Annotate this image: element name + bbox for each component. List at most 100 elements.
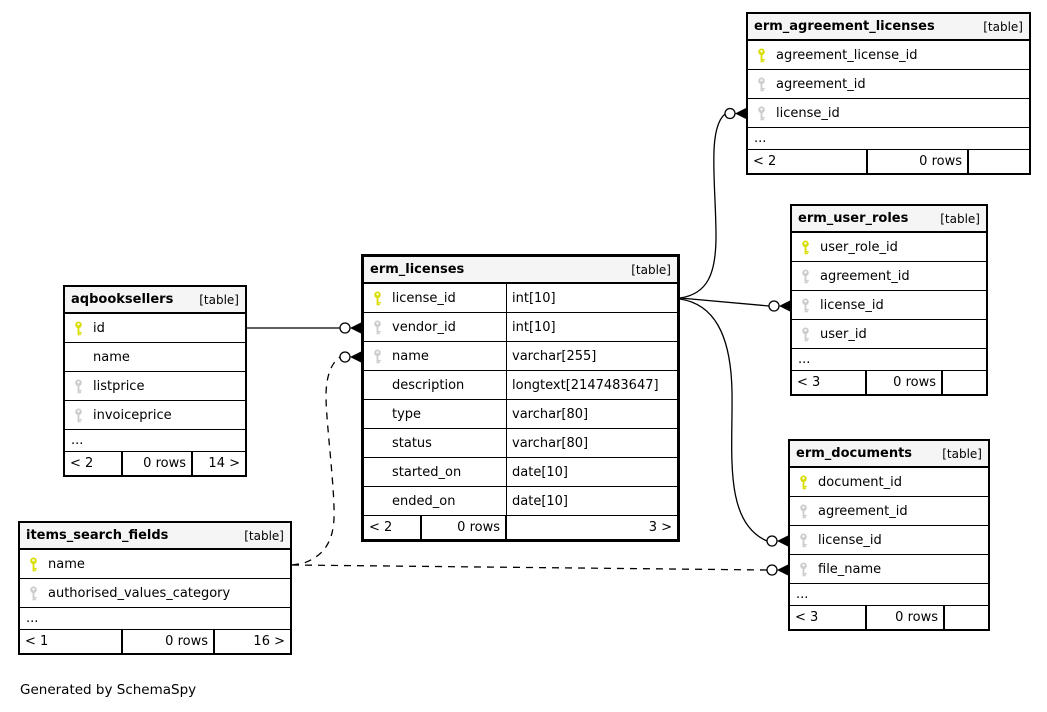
column-type: varchar[80] bbox=[506, 400, 677, 428]
relationship-erm_licenses-license_id--erm_agreement_licenses-license_id bbox=[679, 107, 746, 299]
more-columns-row: ... bbox=[65, 430, 245, 452]
column-cell: type bbox=[364, 400, 506, 428]
column-name: agreement_license_id bbox=[776, 47, 918, 63]
column-name: name bbox=[48, 556, 85, 572]
foreign-key-icon bbox=[792, 269, 818, 284]
column-name: license_id bbox=[820, 297, 884, 313]
column-name: invoiceprice bbox=[93, 407, 172, 423]
column-name: authorised_values_category bbox=[48, 585, 231, 601]
column-name: agreement_id bbox=[776, 76, 866, 92]
primary-key-icon bbox=[748, 48, 774, 63]
column-type: int[10] bbox=[506, 313, 677, 341]
more-columns-row: ... bbox=[20, 608, 290, 630]
column-name: status bbox=[392, 435, 432, 451]
footer-children-degree bbox=[969, 150, 1029, 173]
column-row-authorised_values_category: authorised_values_category bbox=[20, 579, 290, 608]
more-columns-row: ... bbox=[748, 128, 1029, 150]
table-name: erm_licenses bbox=[370, 262, 465, 277]
column-name: listprice bbox=[93, 378, 145, 394]
table-name: erm_agreement_licenses bbox=[754, 19, 935, 34]
more-columns-row: ... bbox=[792, 349, 986, 371]
column-cell: authorised_values_category bbox=[20, 579, 290, 607]
table-erm_agreement_licenses[interactable]: erm_agreement_licenses [table] agreement_l… bbox=[746, 12, 1031, 175]
footer-children-degree bbox=[943, 371, 986, 394]
column-name: type bbox=[392, 406, 422, 422]
table-type-badge: [table] bbox=[199, 292, 239, 307]
footer-parents-degree: < 3 bbox=[790, 606, 867, 629]
foreign-key-icon bbox=[790, 504, 816, 519]
table-type-badge: [table] bbox=[940, 211, 980, 226]
footer-children-degree: 3 > bbox=[648, 520, 672, 535]
table-type-badge: [table] bbox=[631, 262, 671, 277]
table-header: erm_agreement_licenses [table] bbox=[748, 14, 1029, 41]
footer-row-count: 0 rows bbox=[422, 516, 507, 539]
column-name: license_id bbox=[818, 532, 882, 548]
column-cell: description bbox=[364, 371, 506, 399]
foreign-key-icon bbox=[748, 77, 774, 92]
column-cell: agreement_id bbox=[790, 497, 988, 525]
column-cell: user_id bbox=[792, 320, 986, 348]
column-row-invoiceprice: invoiceprice bbox=[65, 401, 245, 430]
column-row-user_id: user_id bbox=[792, 320, 986, 349]
footer-row-count: 0 rows bbox=[867, 606, 945, 629]
footer-row-count: 0 rows bbox=[123, 452, 193, 475]
relationship-items_search_fields-name--erm_documents-file_name bbox=[291, 564, 788, 576]
cardinality-circle-marker bbox=[339, 322, 351, 334]
column-cell: agreement_license_id bbox=[748, 41, 1029, 69]
cardinality-circle-marker bbox=[768, 300, 780, 312]
foreign-key-icon bbox=[20, 586, 46, 601]
table-name: erm_documents bbox=[796, 446, 913, 461]
column-type: varchar[255] bbox=[506, 342, 677, 370]
relationship-erm_licenses-license_id--erm_user_roles-license_id bbox=[679, 297, 790, 312]
footer-children-degree bbox=[945, 606, 988, 629]
table-type-badge: [table] bbox=[983, 19, 1023, 34]
column-name: agreement_id bbox=[818, 503, 908, 519]
column-name: agreement_id bbox=[820, 268, 910, 284]
column-cell: license_id bbox=[792, 291, 986, 319]
column-row-type: type varchar[80] bbox=[364, 400, 677, 429]
arrowhead-marker bbox=[735, 108, 746, 119]
footer-parents-degree: < 2 bbox=[65, 452, 123, 475]
table-erm_documents[interactable]: erm_documents [table] document_id agreement… bbox=[788, 439, 990, 631]
foreign-key-icon bbox=[790, 562, 816, 577]
arrowhead-marker bbox=[777, 535, 788, 547]
column-row-document_id: document_id bbox=[790, 468, 988, 497]
column-cell: status bbox=[364, 429, 506, 457]
column-row-name: name bbox=[20, 550, 290, 579]
column-cell: name bbox=[20, 550, 290, 578]
primary-key-icon bbox=[790, 475, 816, 490]
column-name: license_id bbox=[776, 105, 840, 121]
column-row-listprice: listprice bbox=[65, 372, 245, 401]
arrowhead-marker bbox=[779, 300, 790, 312]
column-name: ended_on bbox=[392, 493, 456, 509]
column-cell: ended_on bbox=[364, 487, 506, 515]
column-name: user_id bbox=[820, 326, 867, 342]
more-columns-row: ... bbox=[790, 584, 988, 606]
cardinality-circle-marker bbox=[766, 535, 778, 547]
arrowhead-marker bbox=[350, 322, 361, 334]
footer-row-count: 0 rows bbox=[867, 371, 943, 394]
table-type-badge: [table] bbox=[942, 446, 982, 461]
arrowhead-marker bbox=[350, 351, 361, 363]
column-name: file_name bbox=[818, 561, 882, 577]
footer-row-count: 0 rows bbox=[123, 630, 215, 653]
foreign-key-icon bbox=[790, 533, 816, 548]
column-cell: license_id bbox=[748, 99, 1029, 127]
foreign-key-icon bbox=[792, 327, 818, 342]
column-row-agreement_license_id: agreement_license_id bbox=[748, 41, 1029, 70]
column-row-id: id bbox=[65, 314, 245, 343]
foreign-key-icon bbox=[364, 349, 390, 364]
column-row-name: name bbox=[65, 343, 245, 372]
